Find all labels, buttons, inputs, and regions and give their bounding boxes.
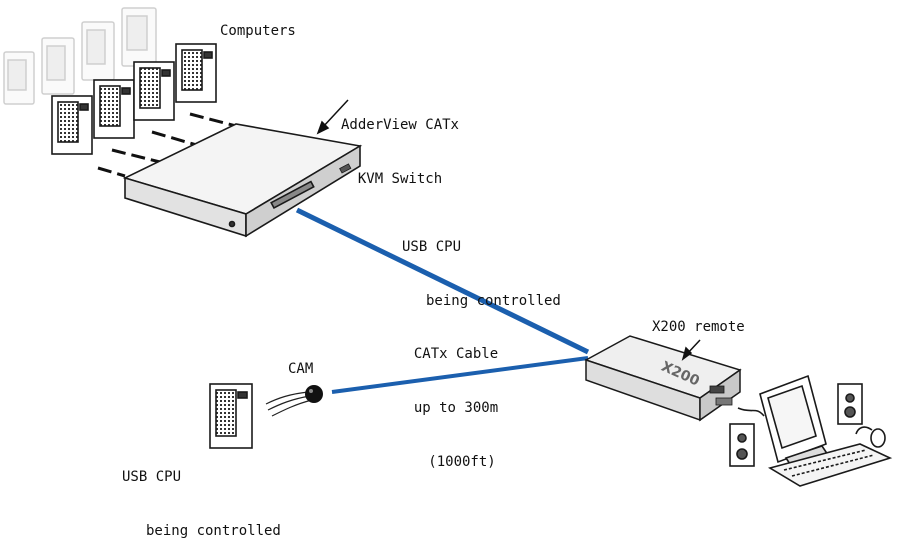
computer-tower-icon: [93, 79, 135, 139]
faded-tower-icon: [41, 37, 75, 95]
usb-cpu-top-label: USB CPU being controlled: [402, 202, 561, 328]
kvm-pointer-arrow: [316, 99, 349, 135]
faded-tower-icon: [121, 7, 157, 67]
kvm-power-led: [228, 220, 236, 228]
remote-vga-port-icon: [715, 397, 733, 406]
computer-cables: [97, 112, 237, 178]
catx-cable-label-line1: CATx Cable: [413, 346, 499, 362]
remote-pointer-arrow: [681, 339, 701, 361]
kvm-extender-diagram: X200: [3, 7, 893, 487]
left-speaker-icon: [729, 423, 755, 467]
usb-cable-remote-to-camera: [331, 356, 589, 394]
catx-cable-label-line3: (1000ft): [428, 454, 496, 470]
kvm-switch-label-line1: AdderView CATx: [340, 117, 459, 133]
kvm-switch-label: AdderView CATx KVM Switch: [320, 80, 480, 206]
usb-cpu-bottom-label: USB CPU being controlled: [122, 432, 281, 558]
computer-tower-icon: [133, 61, 175, 121]
camera-icon: [265, 385, 323, 417]
kvm-front-panel: [270, 180, 315, 210]
computers-group: [51, 43, 217, 155]
usb-cpu-bottom-label-line1: USB CPU: [122, 469, 182, 485]
catx-cable-label-line2: up to 300m: [413, 400, 499, 416]
kvm-port-icon: [339, 163, 352, 174]
catx-cable-label: CATx Cable up to 300m (1000ft): [396, 309, 516, 489]
catx-cable-kvm-to-remote: [295, 207, 590, 355]
background-computers: [3, 7, 157, 105]
right-speaker-icon: [837, 383, 863, 425]
x200-remote-label: X200 remote: [652, 319, 745, 335]
faded-tower-icon: [81, 21, 115, 81]
computer-tower-icon: [51, 95, 93, 155]
remote-usb-port-icon: [709, 385, 725, 394]
workstation: [729, 374, 893, 487]
mouse-icon: [855, 426, 886, 448]
usb-cpu-top-label-line1: USB CPU: [402, 239, 462, 255]
kvm-switch: [122, 123, 363, 238]
cam-label: CAM: [288, 361, 314, 377]
usb-cpu-bottom-label-line2: being controlled: [146, 523, 281, 539]
usb-cpu-tower-icon: [209, 383, 253, 449]
faded-tower-icon: [3, 51, 35, 105]
x200-remote-unit: X200: [584, 335, 742, 422]
keyboard-icon: [767, 443, 893, 487]
computers-label: Computers: [220, 23, 296, 39]
kvm-switch-label-line2: KVM Switch: [357, 171, 443, 187]
cable-to-workstation: [737, 407, 765, 417]
usb-cpu-top-label-line2: being controlled: [426, 293, 561, 309]
computer-tower-icon: [175, 43, 217, 103]
